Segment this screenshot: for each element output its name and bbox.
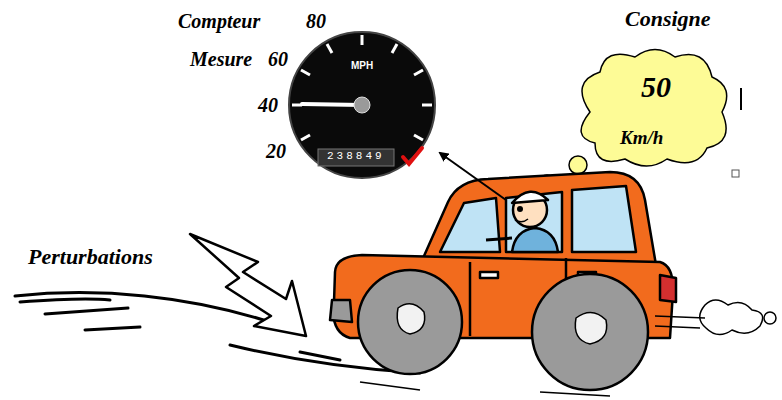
thought-cloud: 50Km/h [570, 42, 735, 174]
handle-mark [732, 170, 739, 177]
odometer-digits: 238849 [327, 150, 385, 163]
scale-caption: Compteur [178, 10, 260, 33]
scale-number: 20 [266, 140, 286, 163]
motion-lines [360, 300, 776, 396]
speedometer [289, 32, 435, 178]
setpoint-caption: Consigne [625, 6, 711, 31]
cloud-outline [570, 42, 735, 174]
thought-bubble [569, 156, 587, 174]
cursor-mark [740, 88, 742, 110]
scale-number: 80 [306, 10, 326, 33]
scale-caption: Mesure [190, 48, 252, 71]
scale-number: 40 [258, 94, 278, 117]
gaze-arrow [440, 153, 506, 200]
disturbance-arrow [190, 234, 306, 336]
car [330, 172, 676, 390]
setpoint-value: 50 [641, 70, 671, 103]
scale-number: 60 [268, 48, 288, 71]
disturbance-caption: Perturbations [28, 244, 153, 269]
dial-unit: MPH [351, 60, 373, 72]
setpoint-unit: Km/h [620, 128, 663, 149]
